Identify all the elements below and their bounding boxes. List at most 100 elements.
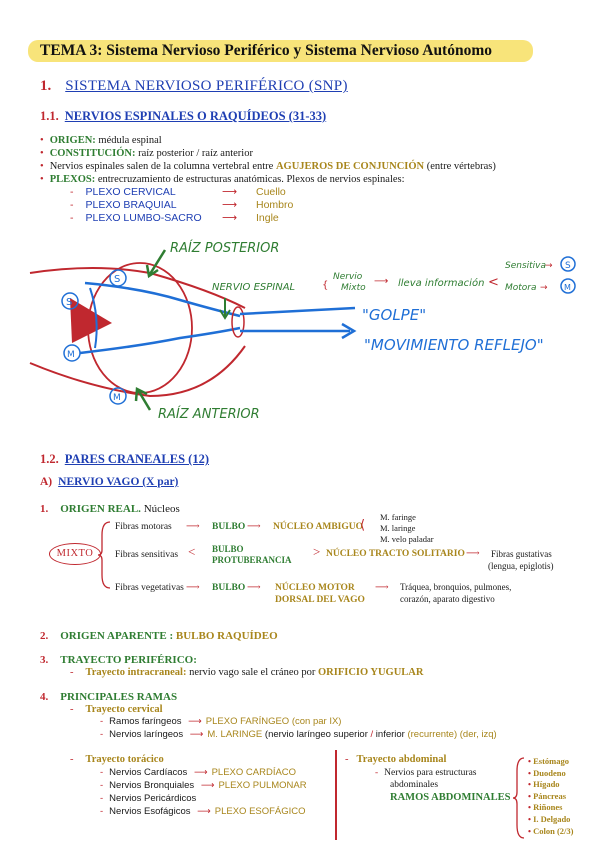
- brace-icon: <: [188, 544, 196, 559]
- section-label: PARES CRANEALES (12): [64, 452, 209, 466]
- arrow-icon: ⟶: [374, 276, 388, 287]
- text: Nervios para estructuras: [384, 768, 477, 778]
- label: ORIGEN APARENTE :: [60, 630, 174, 642]
- text: (entre vértebras): [424, 161, 496, 172]
- value: M. LARINGE: [207, 729, 263, 740]
- protuberancia-label: PROTUBERANCIA: [212, 555, 292, 565]
- ramos-faringeos-row: -Ramos faríngeos ⟶PLEXO FARÍNGEO (con pa…: [100, 716, 342, 727]
- plexo-target: Hombro: [256, 199, 294, 211]
- origen-real: 1.ORIGEN REAL. Núcleos: [40, 503, 180, 515]
- text: Ramos faríngeos: [109, 716, 182, 727]
- nucleo-motor: NÚCLEO MOTOR: [275, 583, 355, 593]
- organ-item: • Estómago: [528, 756, 569, 766]
- muscle-label: M. velo paladar: [380, 534, 434, 544]
- text: (der, izq): [457, 729, 497, 740]
- bullet-origen: •ORIGEN: médula espinal: [40, 135, 162, 146]
- brace-icon: >: [313, 544, 321, 559]
- section-number: 1.1.: [40, 109, 59, 123]
- value: ORIFICIO YUGULAR: [317, 667, 424, 678]
- nervio-mixto-label: Nervio: [333, 272, 363, 282]
- plexo-target: Ingle: [256, 212, 279, 224]
- divider: [335, 750, 337, 840]
- arrow-head-icon: [145, 264, 159, 279]
- value: BULBO RAQUÍDEO: [173, 630, 278, 642]
- inner-path: [89, 287, 98, 349]
- section-number: 1.: [40, 78, 52, 94]
- posterior-root: [84, 281, 241, 318]
- num: 2.: [40, 630, 49, 642]
- motora-circle-icon: [109, 387, 127, 405]
- cardiacos-row: -Nervios Cardíacos ⟶PLEXO CARDÍACO: [100, 767, 297, 778]
- bullet-constitucion: •CONSTITUCIÓN: raíz posterior / raíz ant…: [40, 148, 253, 159]
- s-marker: S: [565, 261, 571, 271]
- grey-matter: [70, 298, 112, 343]
- label: Trayecto abdominal: [356, 754, 447, 765]
- fibras-vegetativas: Fibras vegetativas: [115, 583, 184, 593]
- muscle-label: M. faringe: [380, 512, 416, 522]
- nervios-laringeos-row: -Nervios laríngeos ⟶M. LARINGE (nervio l…: [100, 729, 497, 740]
- arrow-icon: ⟶: [222, 199, 238, 211]
- arrow-icon: ⟶: [247, 522, 261, 532]
- fibras-gustativas: Fibras gustativas: [491, 549, 552, 559]
- golpe-arrow: [239, 306, 356, 316]
- arrow-icon: ⟶: [466, 549, 480, 559]
- text: médula espinal: [95, 135, 162, 146]
- organ-item: • Hígado: [528, 779, 560, 790]
- organ-item: • Páncreas: [528, 790, 567, 801]
- value: PLEXO PULMONAR: [218, 780, 307, 791]
- plexo-row: -PLEXO LUMBO-SACRO: [70, 212, 202, 224]
- arrow-head-icon: [219, 309, 231, 320]
- organ-item: • Riñones: [528, 802, 563, 813]
- label: TRAYECTO PERIFÉRICO:: [60, 654, 197, 666]
- arrow-icon: ⟶: [375, 583, 389, 593]
- label: Trayecto intracraneal:: [85, 667, 187, 678]
- text: (recurrente): [407, 729, 458, 740]
- value: PLEXO CARDÍACO: [211, 767, 297, 778]
- sensitiva-circle-icon: [109, 269, 127, 287]
- section-1-1-heading: 1.1.NERVIOS ESPINALES O RAQUÍDEOS (31-33…: [40, 109, 326, 124]
- text: Núcleos: [140, 503, 180, 515]
- plexo-row: -PLEXO CERVICAL: [70, 186, 176, 198]
- trayecto-periferico: 3. TRAYECTO PERIFÉRICO:: [40, 654, 197, 666]
- movimiento-reflejo-label: "MOVIMIENTO REFLEJO": [364, 336, 544, 354]
- brace: <: [488, 275, 499, 290]
- title-highlight: [28, 40, 533, 62]
- nervio-mixto-label: Mixto: [341, 283, 366, 293]
- sensitiva-circle-icon: [560, 256, 576, 272]
- abd-text: abdominales: [390, 780, 439, 790]
- text: Nervios Cardíacos: [109, 767, 188, 778]
- nucleo-ambiguo: NÚCLEO AMBIGUO: [273, 522, 363, 532]
- value: PLEXO ESOFÁGICO: [214, 806, 306, 817]
- muscle-label: M. laringe: [380, 523, 416, 533]
- label: Trayecto torácico: [85, 754, 164, 765]
- organ-item: • Colon (2/3): [528, 825, 574, 836]
- m-marker: M: [67, 350, 75, 360]
- label: ORIGEN REAL.: [60, 503, 141, 515]
- label: PLEXOS:: [49, 174, 96, 185]
- organ-list: corazón, aparato digestivo: [400, 594, 495, 604]
- organ-list: Tráquea, bronquios, pulmones,: [400, 582, 512, 592]
- arrow-head-icon: [134, 387, 148, 402]
- raiz-posterior-label: RAÍZ POSTERIOR: [170, 240, 279, 256]
- label: ORIGEN:: [49, 135, 96, 146]
- plexo-target: Cuello: [256, 186, 286, 198]
- raiz-anterior-label: RAÍZ ANTERIOR: [158, 406, 260, 422]
- sensitiva-label: Sensitiva: [505, 261, 546, 271]
- section-label: SISTEMA NERVIOSO PERIFÉRICO (SNP): [65, 78, 348, 94]
- nucleo-motor: DORSAL DEL VAGO: [275, 595, 365, 605]
- fibras-sensitivas: Fibras sensitivas: [115, 550, 179, 560]
- arrow-icon: ⟶: [186, 522, 200, 532]
- plexo-name: PLEXO LUMBO-SACRO: [85, 212, 202, 224]
- brace-icon: [98, 521, 111, 589]
- organ-list: • Estómago • Duodeno • Hígado • Páncreas…: [528, 756, 573, 837]
- text: Nervios laríngeos: [109, 729, 184, 740]
- pericardicos-row: -Nervios Pericárdicos: [100, 793, 197, 804]
- label: CONSTITUCIÓN:: [49, 148, 136, 159]
- bulbo-label: BULBO: [212, 583, 246, 593]
- nucleo-tracto: NÚCLEO TRACTO SOLITARIO: [326, 549, 465, 559]
- text: Nervios espinales salen de la columna ve…: [49, 161, 276, 172]
- num: 3.: [40, 654, 49, 666]
- bronquiales-row: -Nervios Bronquiales ⟶PLEXO PULMONAR: [100, 780, 307, 791]
- plexo-name: PLEXO CERVICAL: [85, 186, 176, 198]
- motora-circle-icon: [560, 278, 576, 294]
